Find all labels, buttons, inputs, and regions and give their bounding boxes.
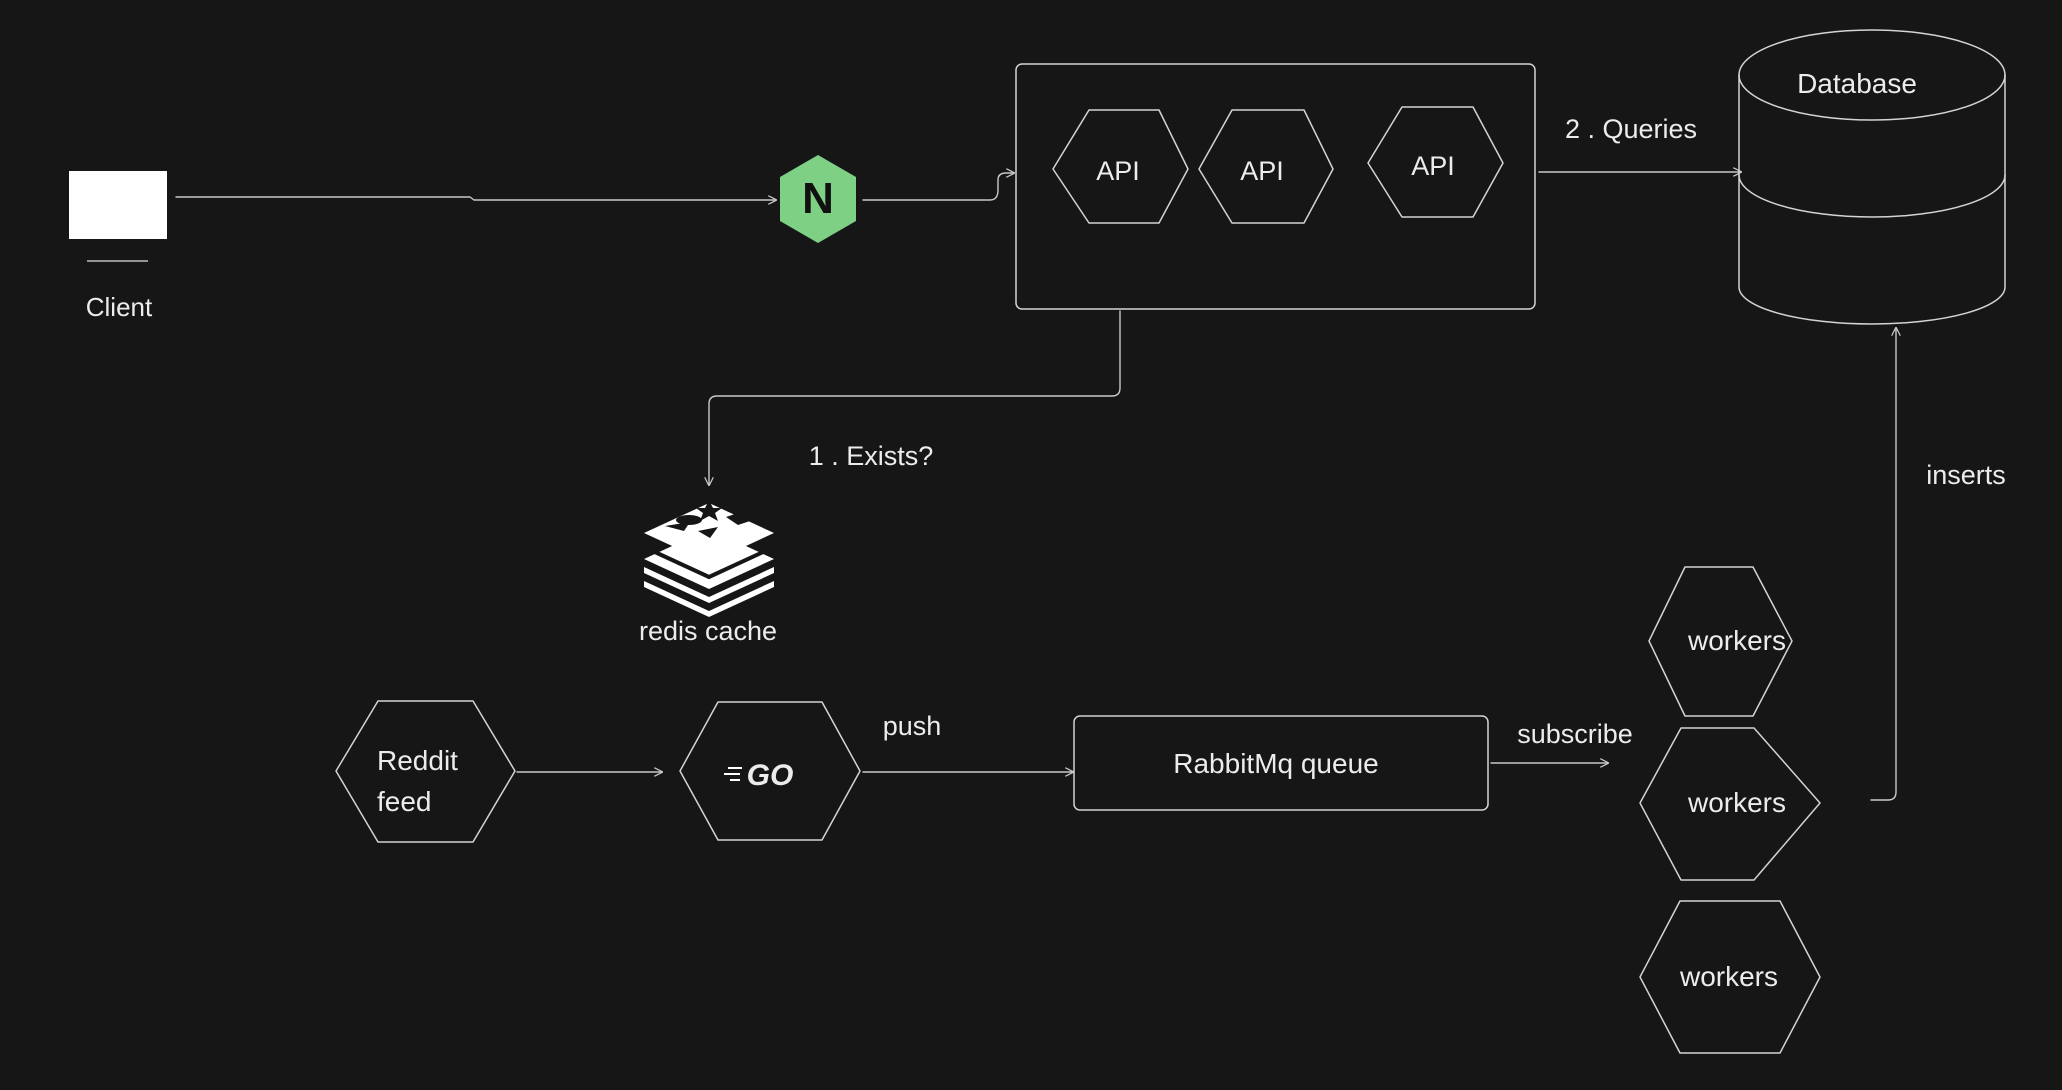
database-cylinder-icon (1738, 74, 2006, 325)
nginx-icon (780, 155, 856, 243)
workers-to-database-arrow (1870, 328, 1896, 801)
api-label: API (1096, 156, 1140, 186)
worker-label: workers (1687, 625, 1786, 656)
inserts-edge-label: inserts (1926, 460, 2006, 490)
database-node: Database (1738, 29, 2006, 325)
worker-node-1: workers (1648, 566, 1793, 717)
client-node: Client (69, 171, 167, 322)
client-screen-icon (69, 171, 167, 239)
rabbitmq-queue-label: RabbitMq queue (1173, 748, 1378, 779)
worker-node-3: workers (1639, 900, 1821, 1054)
api-to-redis-arrow (709, 310, 1121, 485)
database-label: Database (1797, 68, 1917, 99)
client-label: Client (86, 292, 153, 322)
go-label: GO (747, 759, 794, 792)
queries-edge-label: 2 . Queries (1565, 114, 1697, 144)
redis-label: redis cache (639, 616, 777, 646)
worker-node-2: workers (1639, 727, 1821, 881)
api-node-1: API (1052, 109, 1189, 224)
reddit-feed-label-line1: Reddit (377, 745, 458, 776)
worker-label: workers (1679, 961, 1778, 992)
nginx-node: N (780, 155, 856, 243)
reddit-feed-label-line2: feed (377, 786, 432, 817)
api-node-2: API (1198, 109, 1334, 224)
api-label: API (1411, 151, 1455, 181)
push-edge-label: push (883, 711, 942, 741)
api-cluster: API API API (1015, 63, 1536, 310)
nginx-to-api-arrow (862, 173, 1014, 201)
api-cluster-box (1015, 63, 1536, 310)
redis-node: redis cache (639, 500, 777, 646)
rabbitmq-queue-node: RabbitMq queue (1073, 715, 1489, 811)
subscribe-edge-label: subscribe (1517, 719, 1633, 749)
client-to-nginx-arrow (175, 197, 776, 200)
redis-icon (643, 500, 775, 617)
exists-edge-label: 1 . Exists? (809, 441, 934, 471)
reddit-feed-node: Reddit feed (335, 700, 516, 843)
nginx-letter: N (802, 174, 834, 223)
worker-label: workers (1687, 787, 1786, 818)
api-node-3: API (1367, 106, 1504, 218)
go-icon: GO (724, 759, 793, 792)
api-label: API (1240, 156, 1284, 186)
go-service-node: GO (679, 701, 861, 841)
